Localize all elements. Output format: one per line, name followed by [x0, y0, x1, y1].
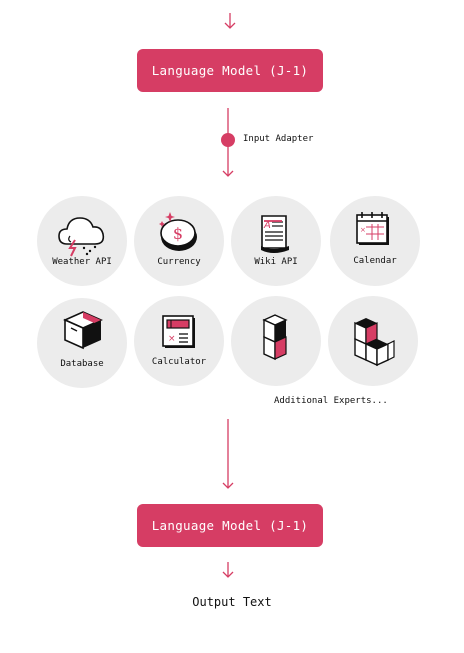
- expert-label: Calculator: [151, 357, 207, 367]
- language-model-top-box: Language Model (J-1): [137, 49, 323, 92]
- input-adapter-label: Input Adapter: [243, 134, 314, 144]
- output-text-label: Output Text: [192, 595, 272, 609]
- language-model-bottom-label: Language Model (J-1): [151, 518, 309, 533]
- document-icon: A: [261, 215, 289, 253]
- svg-text:×: ×: [168, 334, 176, 344]
- expert-currency: $ Currency: [134, 196, 224, 286]
- calendar-icon: ×: [356, 212, 389, 245]
- coin-icon: $: [159, 212, 197, 251]
- expert-weather-api: Weather API: [37, 196, 127, 286]
- expert-label: Calendar: [353, 256, 397, 266]
- arrow-down-icon: [222, 562, 234, 578]
- input-adapter-connector: [221, 108, 235, 177]
- svg-text:A: A: [263, 220, 271, 231]
- svg-text:$: $: [173, 224, 183, 243]
- arrow-down-icon: [222, 419, 234, 489]
- expert-label: Database: [60, 359, 104, 369]
- adapter-node: [221, 133, 235, 147]
- svg-text:×: ×: [360, 226, 366, 234]
- arrow-down-icon: [224, 13, 236, 29]
- three-cubes-icon: [354, 318, 395, 367]
- language-model-bottom-box: Language Model (J-1): [137, 504, 323, 547]
- expert-database: Database: [37, 298, 127, 388]
- database-box-icon: [63, 311, 103, 350]
- expert-label: Weather API: [52, 257, 112, 267]
- expert-three-cubes: [328, 296, 418, 386]
- cloud-lightning-icon: [58, 217, 105, 257]
- expert-stacked-cubes: [231, 296, 321, 386]
- expert-wiki-api: A Wiki API: [231, 196, 321, 286]
- expert-calculator: × Calculator: [134, 296, 224, 386]
- stacked-cubes-icon: [262, 314, 288, 361]
- expert-calendar: × Calendar: [330, 196, 420, 286]
- expert-label: Currency: [157, 257, 201, 267]
- additional-experts-label: Additional Experts...: [274, 396, 388, 406]
- calculator-icon: ×: [162, 315, 195, 348]
- expert-label: Wiki API: [254, 257, 298, 267]
- language-model-top-label: Language Model (J-1): [151, 63, 309, 78]
